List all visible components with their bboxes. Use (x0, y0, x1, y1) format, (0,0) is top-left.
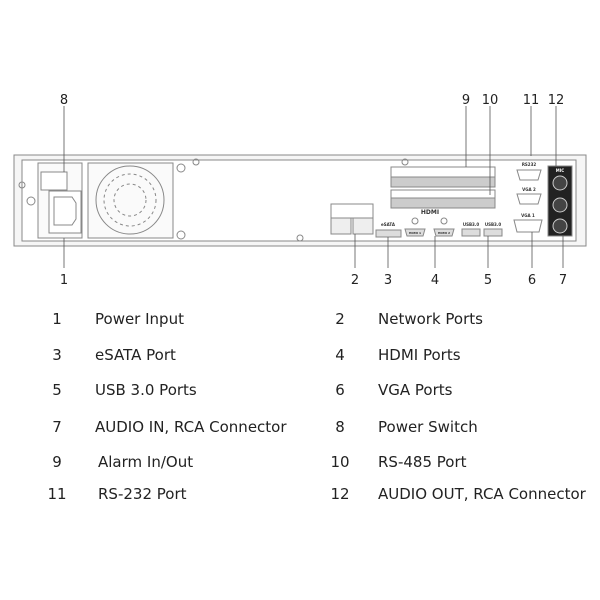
legend-label: USB 3.0 Ports (95, 381, 197, 399)
mic-label: MIC (556, 168, 564, 173)
fan-holes-inner (113, 183, 147, 217)
legend-number: 3 (52, 346, 62, 364)
vga2-label: VGA 2 (522, 187, 536, 192)
usb-port-2 (483, 228, 503, 237)
power-switch (40, 171, 68, 191)
usb-port-1 (461, 228, 481, 237)
legend-label: Network Ports (378, 310, 483, 328)
alarm-terminal-block-top (390, 176, 496, 188)
legend-number: 10 (330, 453, 350, 471)
legend-label: eSATA Port (95, 346, 176, 364)
callout-3: 3 (384, 273, 392, 288)
network-port-label-strip (330, 203, 374, 219)
vga1-port (513, 219, 543, 233)
iec-socket-shape (53, 196, 77, 226)
alarm-rs485-terminal-block (390, 197, 496, 209)
hdmi-logo: HDMI (421, 209, 439, 216)
vga1-label: VGA 1 (521, 213, 535, 218)
legend-label: Power Input (95, 310, 184, 328)
legend-number: 5 (52, 381, 62, 399)
callout-8: 8 (60, 93, 68, 108)
callout-1: 1 (60, 273, 68, 288)
callout-2: 2 (351, 273, 359, 288)
hdmi1-label: HDMI 1 (409, 231, 421, 235)
screw (401, 158, 409, 166)
hdmi2-label: HDMI 2 (438, 231, 450, 235)
callout-10: 10 (482, 93, 499, 108)
legend-label: VGA Ports (378, 381, 453, 399)
legend-number: 1 (52, 310, 62, 328)
legend-number: 9 (52, 453, 62, 471)
callout-4: 4 (431, 273, 439, 288)
usb-label-1: USB3.0 (463, 222, 479, 227)
fan-circle (95, 165, 165, 235)
screw (192, 158, 200, 166)
hdmi-port-1 (404, 228, 426, 237)
audio-in-rca (552, 218, 568, 234)
network-port-1 (330, 217, 352, 235)
legend-number: 12 (330, 485, 350, 503)
screw (176, 230, 186, 240)
usb-label-2: USB3.0 (485, 222, 501, 227)
legend-number: 4 (335, 346, 345, 364)
legend-number: 7 (52, 418, 62, 436)
legend-label: Alarm In/Out (98, 453, 194, 471)
legend-label: AUDIO IN, RCA Connector (95, 418, 287, 436)
vga2-port (516, 193, 542, 205)
audio-in-rca (552, 197, 568, 213)
audio-out-rca (552, 175, 568, 191)
legend-label: RS-485 Port (378, 453, 467, 471)
network-port-2 (352, 217, 374, 235)
hdmi-port-2 (433, 228, 455, 237)
legend-number: 8 (335, 418, 345, 436)
callout-5: 5 (484, 273, 492, 288)
callout-6: 6 (528, 273, 536, 288)
fan-grille (87, 162, 174, 239)
legend-number: 6 (335, 381, 345, 399)
legend-label: HDMI Ports (378, 346, 461, 364)
callout-12: 12 (548, 93, 565, 108)
legend-label: Power Switch (378, 418, 478, 436)
hdmi-screw (411, 217, 419, 225)
screw (18, 181, 26, 189)
esata-label: eSATA (381, 222, 396, 227)
rs232-label: RS232 (522, 162, 537, 167)
fan-holes (103, 173, 157, 227)
hdmi-screw (440, 217, 448, 225)
rs232-port (516, 169, 542, 181)
screw (26, 196, 36, 206)
legend-number: 11 (47, 485, 67, 503)
screw (296, 234, 304, 242)
screw (176, 163, 186, 173)
legend-label: RS-232 Port (98, 485, 187, 503)
callout-11: 11 (523, 93, 540, 108)
legend-number: 2 (335, 310, 345, 328)
callout-9: 9 (462, 93, 470, 108)
legend-label: AUDIO OUT, RCA Connector (378, 485, 586, 503)
esata-port (375, 229, 402, 238)
callout-7: 7 (559, 273, 567, 288)
